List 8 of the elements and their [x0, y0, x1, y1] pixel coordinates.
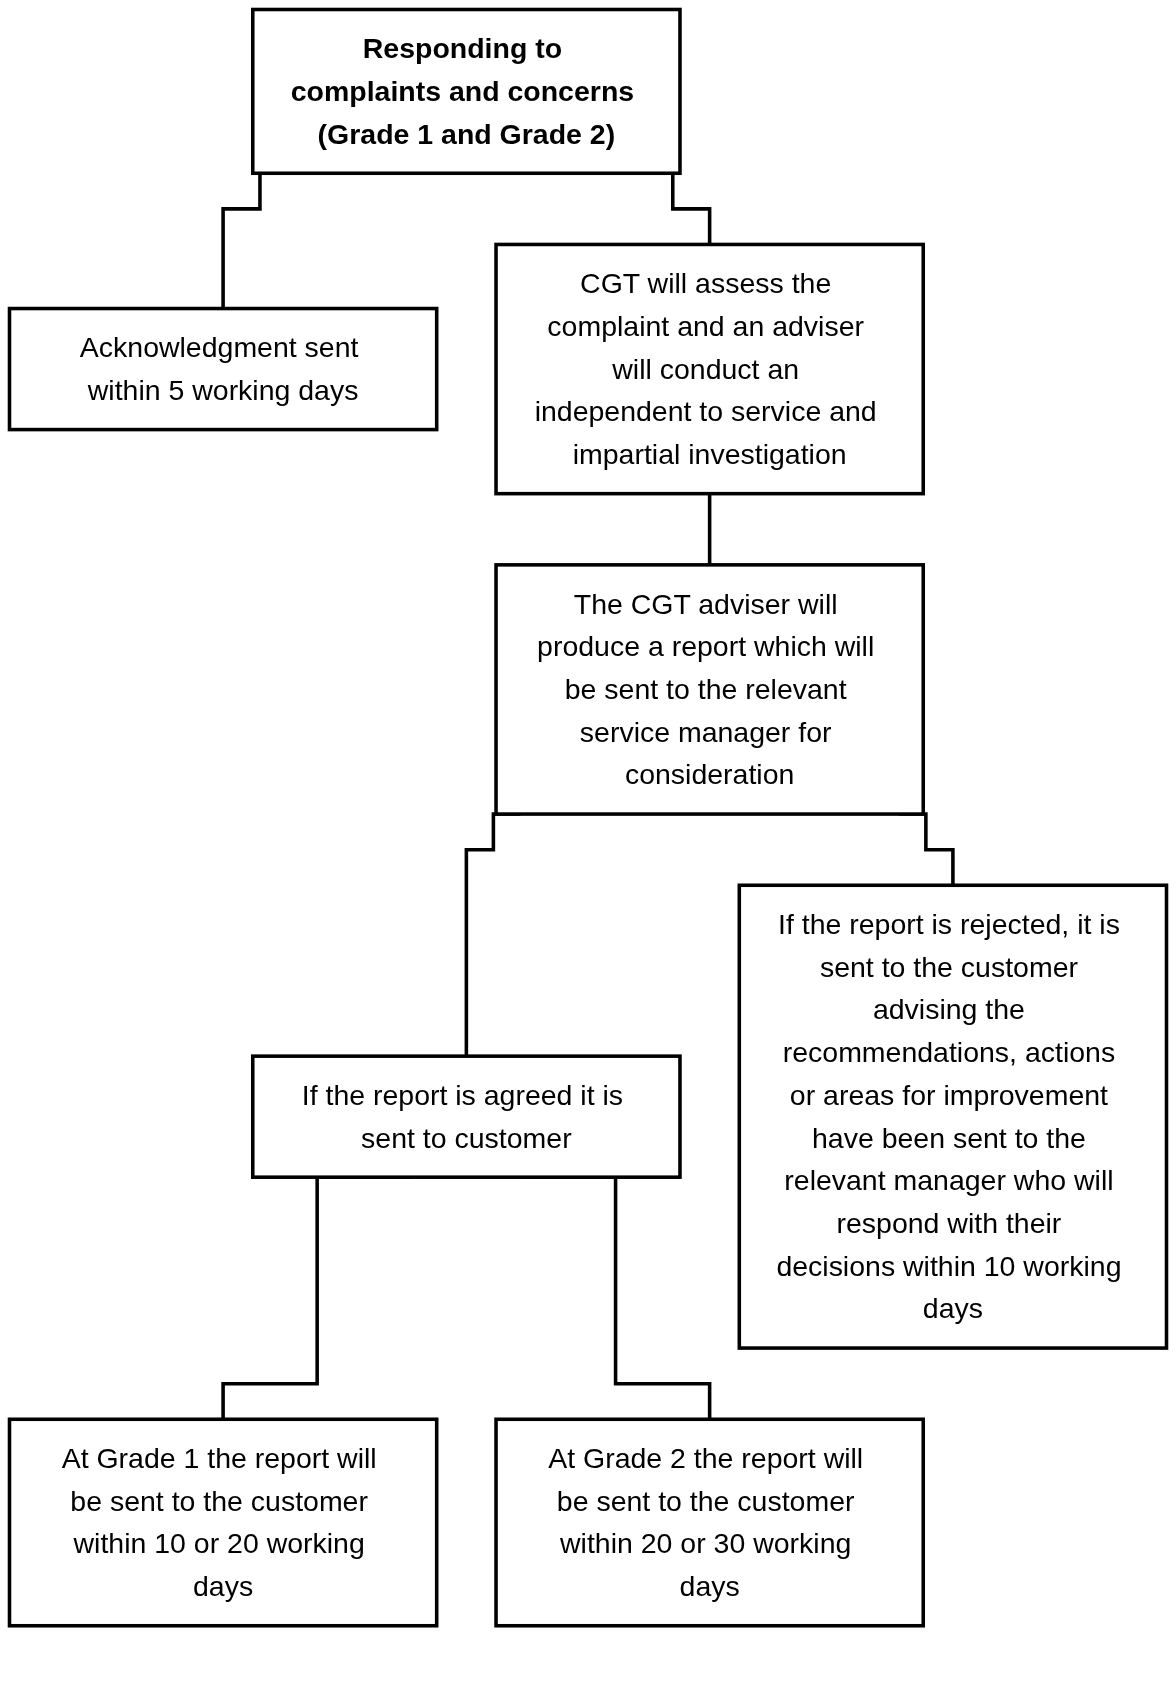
node-box: The CGT adviser will produce a report which will be sent to the relevant service manager for consideration: [494, 563, 925, 816]
node-box: CGT will assess the complaint and an adviser will conduct an independent to service and impartial investigation: [494, 242, 925, 496]
node-box: Acknowledgment sent within 5 working days: [7, 306, 439, 432]
node-box: Responding to complaints and concerns (Grade 1 and Grade 2): [251, 7, 682, 176]
node-box: At Grade 1 the report will be sent to the customer within 10 or 20 working days: [7, 1417, 439, 1628]
node-box: At Grade 2 the report will be sent to the customer within 20 or 30 working days: [494, 1417, 925, 1628]
node-box: If the report is agreed it is sent to customer: [251, 1054, 682, 1179]
node-box: If the report is rejected, it is sent to the customer advising the recommendations, actions or areas for improvement have been sent to the relevant manager who will respond with their decisions within 10 working days: [737, 883, 1169, 1350]
